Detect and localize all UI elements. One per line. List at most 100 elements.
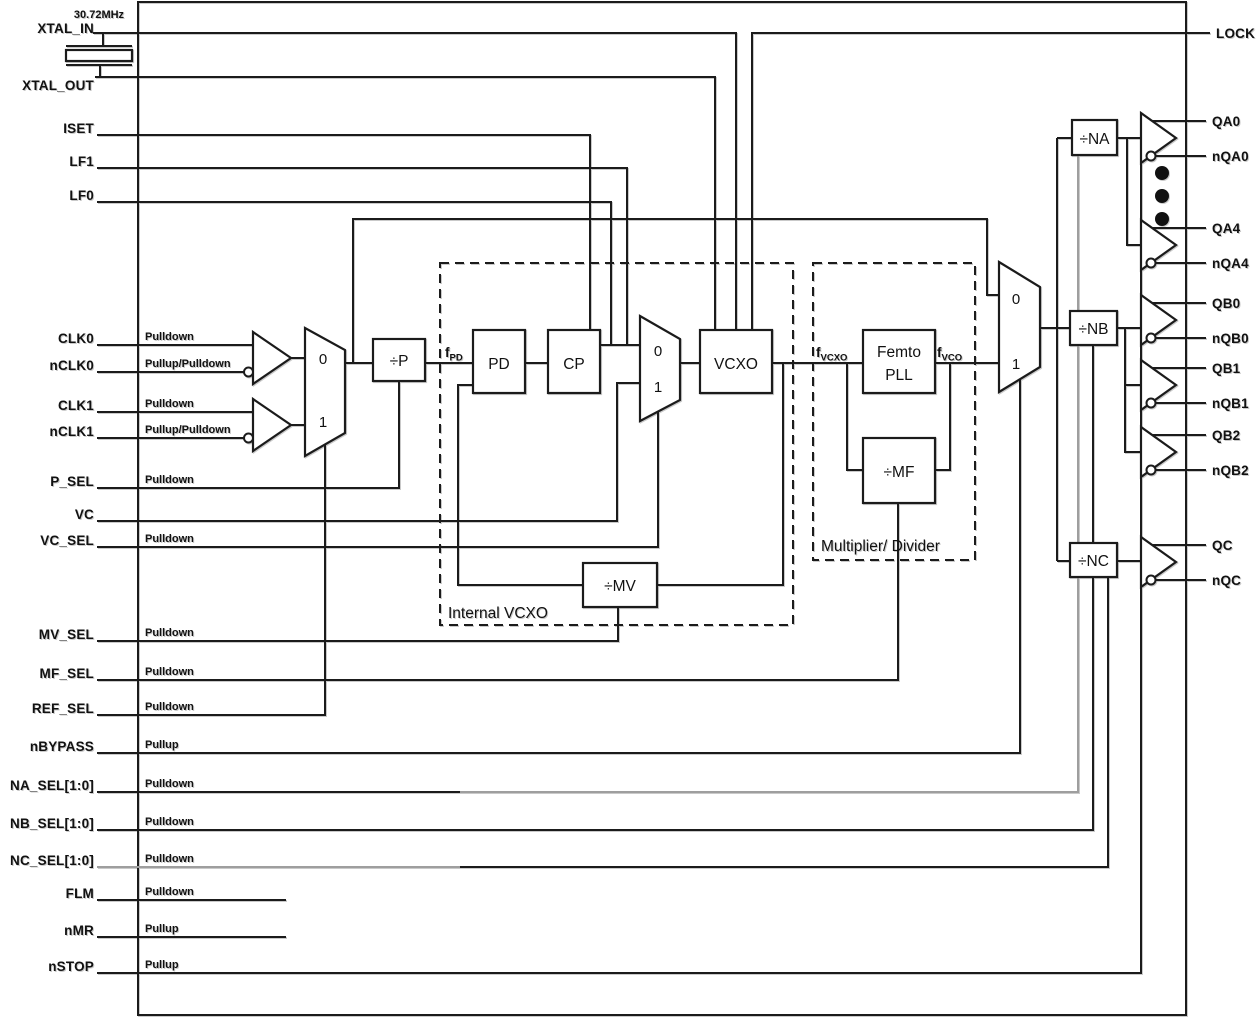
fpd-signal-label: fPD <box>445 345 463 364</box>
pull-clk1: Pulldown <box>145 398 194 410</box>
wire-mv-feedback-in <box>657 363 784 586</box>
wire-mf-to-pll <box>846 363 863 471</box>
wire-nstop <box>97 113 1142 974</box>
wires <box>66 32 1210 974</box>
pin-label-qb1: QB1 <box>1212 361 1241 376</box>
pull-vc-sel: Pulldown <box>145 533 194 545</box>
pin-label-nbypass: nBYPASS <box>30 739 94 754</box>
pin-label-qa4: QA4 <box>1212 221 1241 236</box>
divider-mv-label: ÷MV <box>604 578 636 595</box>
fvco-signal-label: fVCO <box>937 345 962 364</box>
femto-pll-block <box>861 328 937 395</box>
wire-nbypass <box>97 379 1021 754</box>
divider-na-block <box>1070 118 1119 157</box>
pull-na-sel: Pulldown <box>145 778 194 790</box>
chip-boundary <box>137 1 1187 1016</box>
crystal-symbol <box>64 48 134 63</box>
pin-label-clk1: CLK1 <box>58 398 94 413</box>
pin-label-qa0: QA0 <box>1212 114 1240 129</box>
pd-label: PD <box>488 356 510 373</box>
fvcxo-sub: VCXO <box>821 353 848 364</box>
pin-label-qb0: QB0 <box>1212 296 1240 311</box>
clk1-input-buffer <box>251 396 293 454</box>
divider-p-block <box>371 337 427 383</box>
wire-vc <box>97 382 640 522</box>
phase-detector-block <box>471 328 527 395</box>
divider-mv-block <box>581 561 659 609</box>
pin-label-nqa0: nQA0 <box>1212 149 1249 164</box>
nclk1-invert-bubble <box>243 432 254 444</box>
qb0-output-buffer <box>1139 292 1178 348</box>
qa4-output-buffer <box>1139 217 1178 273</box>
blocks <box>243 118 1119 609</box>
wire-nb-sel <box>97 345 1094 831</box>
wire-lf0 <box>97 201 612 345</box>
pin-label-nclk0: nCLK0 <box>50 358 95 373</box>
nqb1-invert-bubble <box>1145 397 1157 409</box>
wire-na-sel-gray <box>460 155 1079 793</box>
qb2-output-buffer <box>1139 424 1178 480</box>
fvco-sub: VCO <box>942 353 963 364</box>
pull-nclk0: Pullup/Pulldown <box>145 358 231 370</box>
pin-label-p-sel: P_SEL <box>50 474 94 489</box>
fvco-base: f <box>937 345 942 360</box>
pull-nstop: Pullup <box>145 959 179 971</box>
wire-nb-out-branch2 <box>1124 328 1141 453</box>
nqb0-invert-bubble <box>1145 332 1157 344</box>
pin-label-lf0: LF0 <box>69 188 94 203</box>
wire-vc-sel <box>97 411 659 548</box>
wire-iset <box>97 134 591 330</box>
clk0-input-buffer <box>251 329 293 387</box>
pin-label-vc: VC <box>75 507 94 522</box>
divider-mf-label: ÷MF <box>884 464 915 481</box>
pin-label-flm: FLM <box>66 886 94 901</box>
multiplier-divider-region <box>812 262 976 561</box>
nqa4-invert-bubble <box>1145 257 1157 269</box>
input-reference-mux <box>303 326 347 458</box>
wire-mf-sel <box>97 503 899 681</box>
pull-clk0: Pulldown <box>145 331 194 343</box>
pin-label-clk0: CLK0 <box>58 331 94 346</box>
vcxo-mux-1-label: 1 <box>654 379 662 396</box>
internal-vcxo-region <box>439 262 794 626</box>
ellipsis-dot <box>1155 189 1169 203</box>
pin-label-xtal-out: XTAL_OUT <box>22 78 94 93</box>
fvcxo-signal-label: fVCXO <box>816 345 847 364</box>
wire-lock <box>751 32 1210 330</box>
divider-nc-block <box>1068 541 1119 579</box>
ellipsis-dot <box>1155 212 1169 226</box>
pin-label-nqc: nQC <box>1212 573 1241 588</box>
gray-wires <box>97 155 1079 868</box>
wire-mf-feedback-in <box>935 363 951 471</box>
crystal-frequency-label: 30.72MHz <box>74 9 125 21</box>
pin-label-nqb0: nQB0 <box>1212 331 1249 346</box>
wire-p-sel <box>97 381 400 489</box>
vcxo-block <box>698 328 774 395</box>
vcxo-label: VCXO <box>714 356 758 373</box>
pin-label-mf-sel: MF_SEL <box>40 666 94 681</box>
divider-nb-label: ÷NB <box>1078 321 1108 338</box>
pin-label-mv-sel: MV_SEL <box>39 627 94 642</box>
nclk0-invert-bubble <box>243 366 254 378</box>
divider-nb-block <box>1068 309 1119 347</box>
pin-label-lf1: LF1 <box>69 154 94 169</box>
pull-flm: Pulldown <box>145 886 194 898</box>
output-mux-0-label: 0 <box>1012 291 1020 308</box>
pull-p-sel: Pulldown <box>145 474 194 486</box>
pin-label-qc: QC <box>1212 538 1233 553</box>
input-mux-1-label: 1 <box>319 414 327 431</box>
pin-label-nclk1: nCLK1 <box>50 424 95 439</box>
pin-label-nqb2: nQB2 <box>1212 463 1249 478</box>
pin-label-nb-sel: NB_SEL[1:0] <box>10 816 94 831</box>
pull-nc-sel: Pulldown <box>145 853 194 865</box>
wire-na-out-branch <box>1126 138 1141 246</box>
pull-mf-sel: Pulldown <box>145 666 194 678</box>
pin-label-qb2: QB2 <box>1212 428 1240 443</box>
wire-bypass-path <box>352 218 999 363</box>
pull-nmr: Pullup <box>145 923 179 935</box>
pin-label-xtal-in: XTAL_IN <box>37 21 94 36</box>
output-mux-1-label: 1 <box>1012 356 1020 373</box>
nqc-invert-bubble <box>1145 574 1157 586</box>
